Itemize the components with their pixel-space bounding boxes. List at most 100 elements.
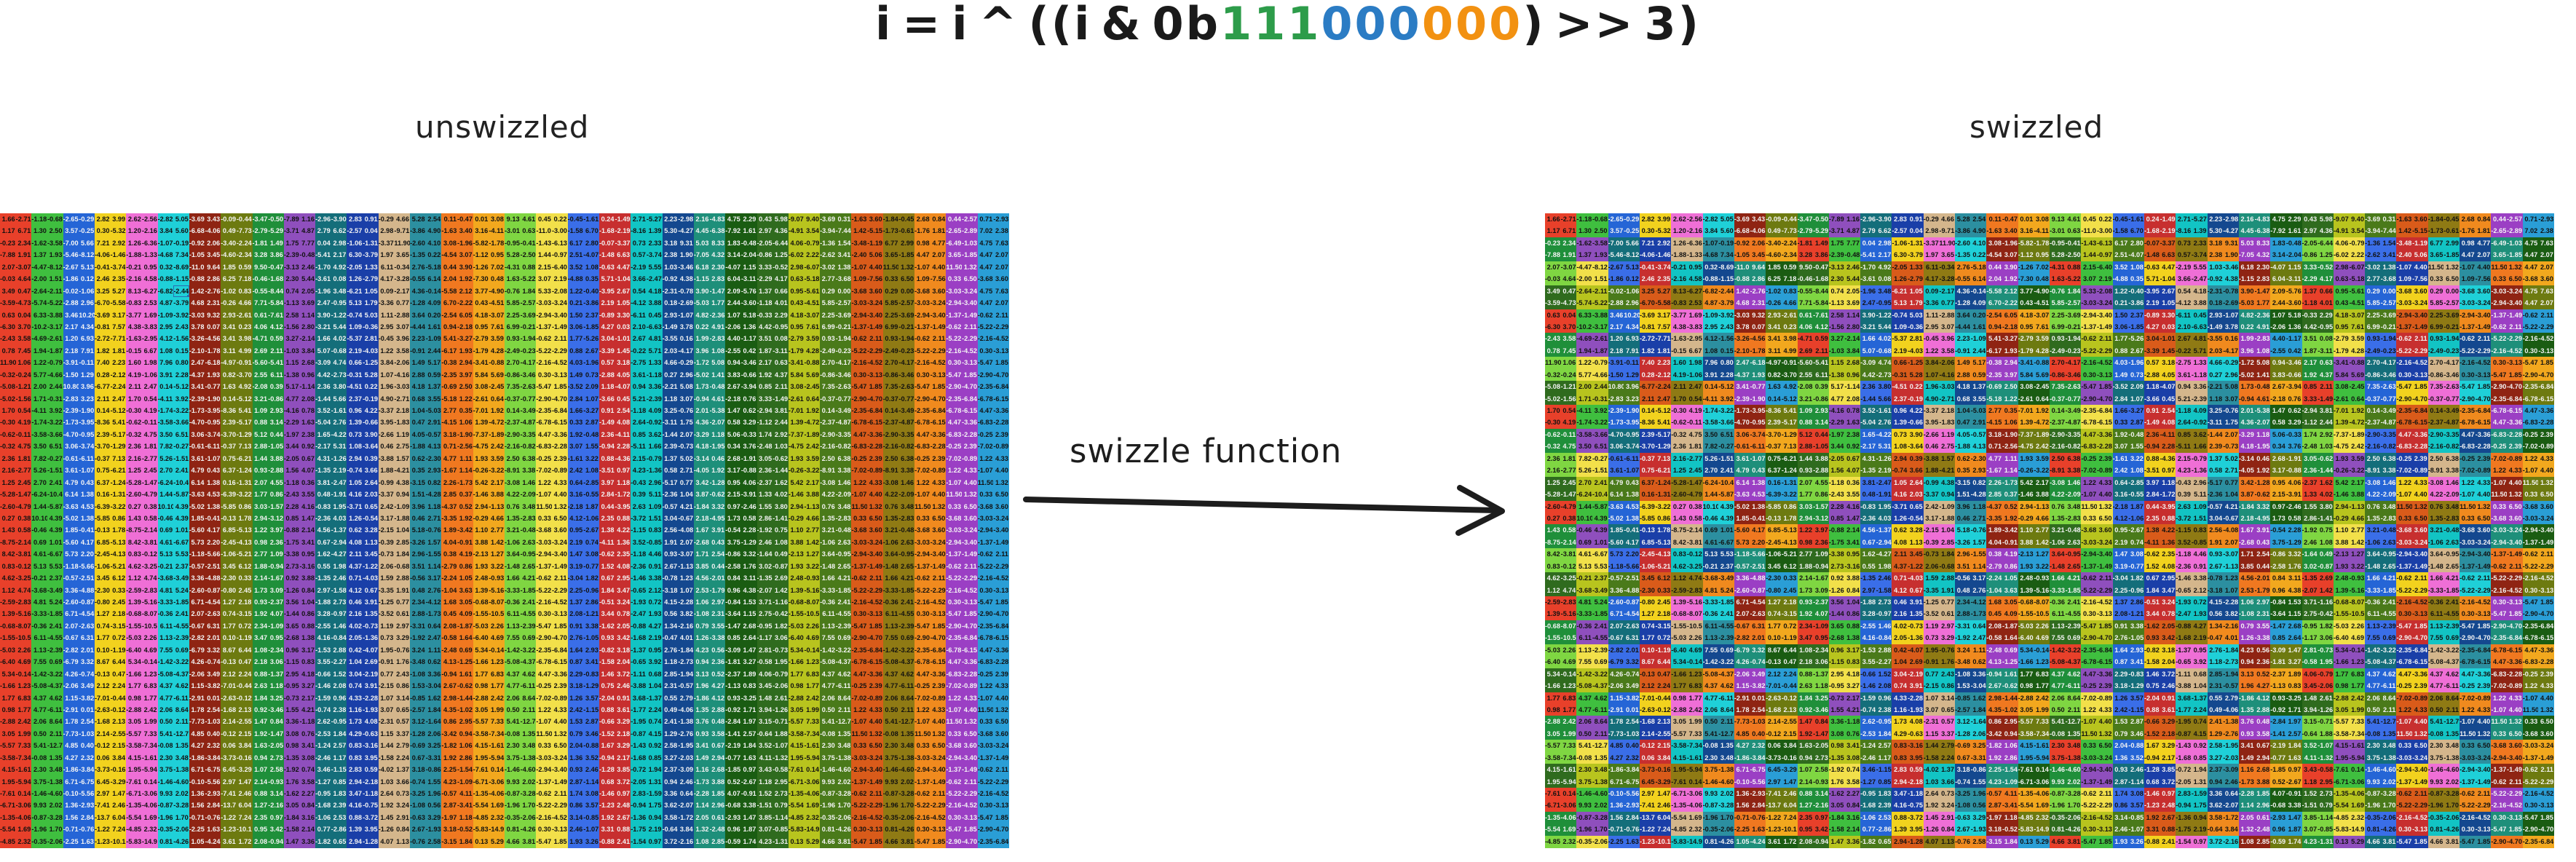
matrix-cell: 4.37 <box>773 368 789 381</box>
matrix-cell: -3.52 <box>378 608 395 620</box>
matrix-cell: -1.28 <box>410 297 426 309</box>
matrix-cell: -0.23 <box>2443 344 2460 357</box>
matrix-cell: -0.88 <box>189 273 205 285</box>
matrix-cell: -2.16 <box>851 811 868 824</box>
matrix-cell: -6.11 <box>898 680 915 692</box>
matrix-cell: 0.04 <box>315 237 331 250</box>
matrix-cell: 3.03 <box>252 500 269 513</box>
matrix-cell: 1.12 <box>126 572 142 585</box>
matrix-cell: -3.71 <box>347 500 363 513</box>
matrix-cell: -6.27 <box>1686 285 1703 298</box>
matrix-cell: -3.83 <box>1686 320 1703 333</box>
matrix-cell: 1.85 <box>962 608 978 620</box>
matrix-cell: 1.51 <box>1592 273 1608 285</box>
matrix-cell: 4.39 <box>173 512 189 525</box>
matrix-cell: 3.61 <box>189 452 205 465</box>
matrix-cell: 1.22 <box>1576 357 1592 369</box>
matrix-cell: 2.93 <box>425 464 442 477</box>
matrix-cell: -0.43 <box>631 476 647 489</box>
matrix-cell: -1.18 <box>631 405 647 417</box>
matrix-cell: -5.08 <box>31 680 47 692</box>
matrix-cell: -1.88 <box>410 440 426 453</box>
matrix-cell: 5.84 <box>473 368 489 381</box>
matrix-cell: -3.22 <box>898 644 915 657</box>
matrix-cell: -6.83 <box>946 428 963 441</box>
matrix-cell: 6.50 <box>2507 273 2523 285</box>
matrix-cell: -2.84 <box>725 716 741 728</box>
matrix-cell: 2.18 <box>236 596 253 609</box>
matrix-cell: -2.06 <box>47 835 63 848</box>
matrix-cell: 3.49 <box>205 668 221 681</box>
matrix-cell: -2.56 <box>457 440 473 453</box>
matrix-cell: -0.21 <box>835 320 852 333</box>
matrix-cell: 0.79 <box>693 620 710 633</box>
matrix-cell: -1.67 <box>441 464 458 477</box>
matrix-cell: -3.24 <box>867 536 883 549</box>
matrix-cell: -5.27 <box>2191 213 2208 226</box>
matrix-cell: -1.49 <box>2507 309 2523 321</box>
matrix-cell: 0.34 <box>725 440 741 453</box>
matrix-cell: 1.22 <box>31 357 47 369</box>
matrix-cell: 1.37 <box>567 596 584 609</box>
matrix-cell: -0.12 <box>110 703 127 716</box>
matrix-cell: -4.21 <box>394 464 411 477</box>
matrix-cell: -3.36 <box>962 416 978 429</box>
matrix-cell: 3.38 <box>835 464 852 477</box>
matrix-cell: 3.29 <box>615 740 631 752</box>
matrix-cell: 11.50 <box>536 500 552 513</box>
matrix-cell: 9.40 <box>804 213 821 226</box>
matrix-cell: 1.16 <box>1844 213 1861 226</box>
matrix-cell: -3.26 <box>189 333 205 345</box>
matrix-cell: 1.70 <box>0 405 16 417</box>
matrix-cell: -1.06 <box>583 512 599 525</box>
matrix-cell: 1.32 <box>551 727 568 740</box>
matrix-cell: -3.58 <box>47 237 63 250</box>
matrix-cell: 3.77 <box>2018 285 2034 298</box>
matrix-cell: 0.95 <box>2034 249 2050 261</box>
matrix-cell: -1.96 <box>882 799 899 812</box>
matrix-cell: -5.02 <box>693 368 710 381</box>
matrix-cell: -1.79 <box>2018 344 2034 357</box>
matrix-cell: -2.24 <box>441 572 458 585</box>
matrix-cell: 5.06 <box>867 249 883 261</box>
matrix-cell: 1.23 <box>804 656 821 668</box>
matrix-cell: 3.69 <box>1844 297 1861 309</box>
matrix-cell: 6.50 <box>898 273 915 285</box>
matrix-cell: -0.35 <box>31 835 47 848</box>
matrix-cell: 0.95 <box>567 524 584 537</box>
matrix-cell: 2.08 <box>567 608 584 620</box>
matrix-cell: -3.28 <box>173 799 189 812</box>
matrix-cell: 2.11 <box>2475 333 2492 345</box>
matrix-cell: -4.83 <box>709 213 726 226</box>
matrix-cell: -0.69 <box>410 740 426 752</box>
matrix-cell: -2.35 <box>851 405 868 417</box>
matrix-cell: 2.95 <box>1923 320 1940 333</box>
matrix-cell: 0.44 <box>1986 261 2003 274</box>
matrix-cell: -0.19 <box>363 392 379 405</box>
matrix-cell: 2.41 <box>662 716 679 728</box>
matrix-cell: 1.54 <box>2380 237 2397 250</box>
matrix-cell: 5.18 <box>740 309 757 321</box>
matrix-cell: 0.50 <box>31 727 47 740</box>
matrix-cell: -4.17 <box>2223 344 2239 357</box>
matrix-cell: -2.16 <box>268 799 284 812</box>
matrix-cell: 1.63 <box>299 416 316 429</box>
matrix-cell: -0.44 <box>110 692 127 704</box>
matrix-cell: -6.30 <box>0 320 16 333</box>
matrix-cell: -2.49 <box>820 344 836 357</box>
matrix-cell: 4.32 <box>709 249 726 261</box>
matrix-cell: -0.76 <box>410 835 426 848</box>
matrix-cell: -6.83 <box>977 656 994 668</box>
matrix-cell: -0.91 <box>1781 357 1798 369</box>
matrix-cell: 2.27 <box>299 788 316 800</box>
matrix-cell: 3.41 <box>835 249 852 261</box>
matrix-cell: 10.80 <box>63 381 79 393</box>
matrix-cell: -1.89 <box>804 428 821 441</box>
matrix-cell: -1.46 <box>505 764 521 776</box>
matrix-cell: -3.36 <box>551 668 568 681</box>
matrix-cell: 0.95 <box>268 632 284 644</box>
matrix-cell: 3.38 <box>520 464 537 477</box>
matrix-cell: -3.36 <box>993 644 1009 657</box>
matrix-cell: 3.60 <box>867 213 883 226</box>
